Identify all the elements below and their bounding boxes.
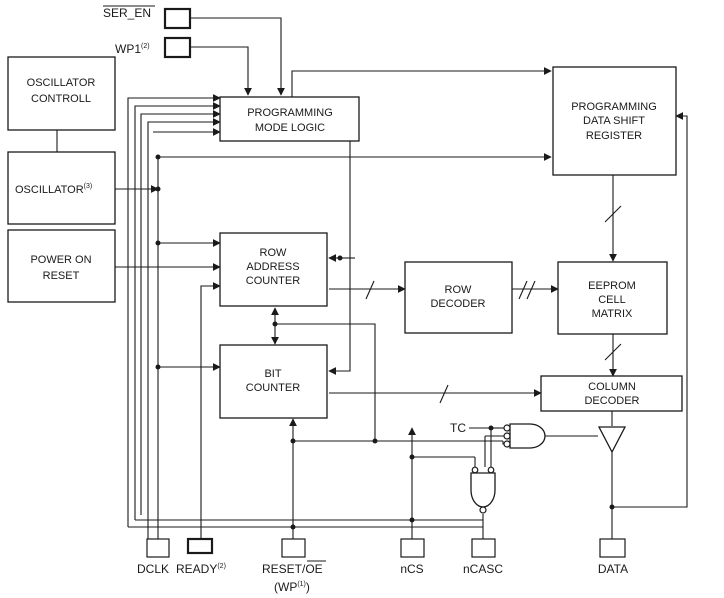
ncasc-pin: nCASC [463,538,503,576]
nand-gate-symbol [470,466,496,514]
row-decoder-line-2: DECODER [430,298,485,310]
eeprom-line-1: EEPROM [588,280,636,292]
pdsr-line-3: REGISTER [586,130,642,142]
pdsr-line-2: DATA SHIFT [583,115,645,127]
power-on-reset-block: POWER ON RESET [7,229,116,303]
ready-label: READY(2) [176,562,226,576]
wp-label: (WP(1)) [274,580,310,594]
output-buffer-symbol [597,426,627,454]
column-decoder-block: COLUMN DECODER [540,375,683,412]
row-address-counter-block: ROW ADDRESS COUNTER [219,232,328,307]
junction-dots [155,154,615,530]
ser-en-pin: SER_EN [103,5,192,30]
eeprom-line-2: CELL [598,294,626,306]
ncs-label: nCS [400,562,423,576]
oscillator-control-line-1: OSCILLATOR [27,77,96,89]
rac-line-3: COUNTER [246,275,300,287]
power-on-reset-line-2: RESET [43,270,80,282]
oscillator-block: OSCILLATOR(3) [7,151,116,225]
eeprom-cell-matrix-block: EEPROM CELL MATRIX [557,261,668,335]
ncasc-label: nCASC [463,562,503,576]
eeprom-line-3: MATRIX [592,308,633,320]
pml-line-2: MODE LOGIC [255,122,325,134]
dclk-pin: DCLK [137,538,170,576]
reset-oe-pin: RESET/OE (WP(1)) [262,538,326,594]
wp1-label: WP1(2) [115,42,150,56]
rac-line-1: ROW [260,247,288,259]
oscillator-control-line-2: CONTROLL [31,93,91,105]
ready-pin: READY(2) [176,537,226,576]
ncs-pin: nCS [400,538,425,576]
bit-counter-line-2: COUNTER [246,382,300,394]
dclk-label: DCLK [137,562,169,576]
oscillator-label: OSCILLATOR(3) [15,183,92,196]
connection-wires [56,17,688,540]
pml-line-1: PROGRAMMING [247,107,333,119]
column-decoder-line-1: COLUMN [588,381,636,393]
bit-counter-block: BIT COUNTER [219,344,328,419]
tc-label: TC [450,421,466,435]
row-decoder-line-1: ROW [445,284,473,296]
data-label: DATA [598,562,628,576]
row-decoder-block: ROW DECODER [404,261,513,334]
programming-data-shift-register-block: PROGRAMMING DATA SHIFT REGISTER [552,66,677,176]
power-on-reset-line-1: POWER ON [30,254,91,266]
wp1-pin: WP1(2) [115,36,192,59]
programming-mode-logic-block: PROGRAMMING MODE LOGIC [219,96,360,142]
ser-en-label: SER_EN [103,6,151,20]
reset-oe-label: RESET/OE [262,562,323,576]
and-gate-symbol [503,423,546,449]
bit-counter-line-1: BIT [264,368,281,380]
pdsr-line-1: PROGRAMMING [571,101,657,113]
oscillator-control-block: OSCILLATOR CONTROLL [7,56,116,131]
data-pin: DATA [598,538,628,576]
column-decoder-line-2: DECODER [584,395,639,407]
rac-line-2: ADDRESS [246,261,299,273]
